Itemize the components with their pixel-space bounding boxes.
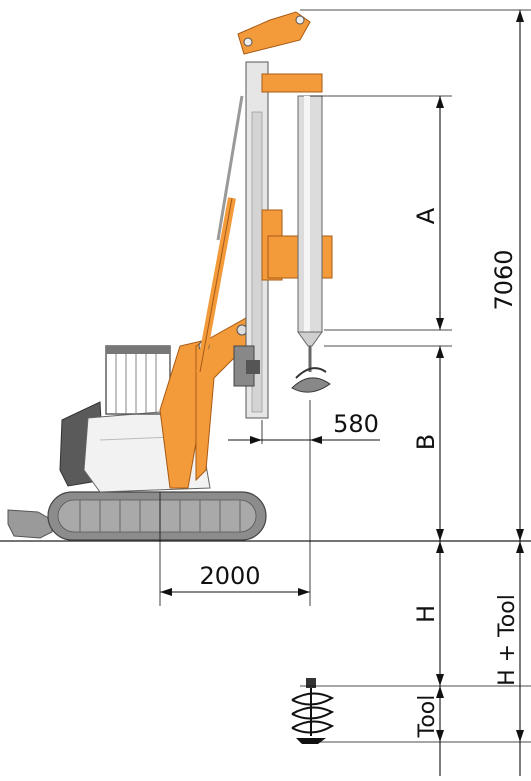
label-h-plus-tool: H + Tool [495, 594, 520, 686]
dim-b [436, 346, 444, 541]
label-2000: 2000 [199, 562, 260, 590]
boom [159, 317, 253, 489]
dim-tool [436, 686, 444, 776]
tool-auger [291, 678, 335, 744]
carrier [7, 345, 267, 541]
dim-580 [228, 436, 380, 444]
label-580: 580 [333, 410, 379, 438]
label-a: A [412, 207, 440, 224]
dim-h-plus-tool [516, 541, 524, 776]
label-h: H [412, 605, 440, 623]
label-tool: Tool [415, 695, 440, 739]
dim-h [436, 541, 444, 686]
operator-cage [105, 345, 171, 415]
dozer-blade [7, 509, 53, 539]
backstay [196, 95, 244, 373]
label-7060: 7060 [490, 249, 518, 310]
mast-head [237, 11, 311, 55]
dim-a [436, 96, 444, 330]
dim-7060 [516, 10, 524, 541]
track [47, 491, 267, 541]
kelly-bar [297, 95, 323, 372]
dim-2000 [160, 588, 310, 596]
auger-bit [291, 367, 331, 393]
label-b: B [412, 434, 440, 450]
